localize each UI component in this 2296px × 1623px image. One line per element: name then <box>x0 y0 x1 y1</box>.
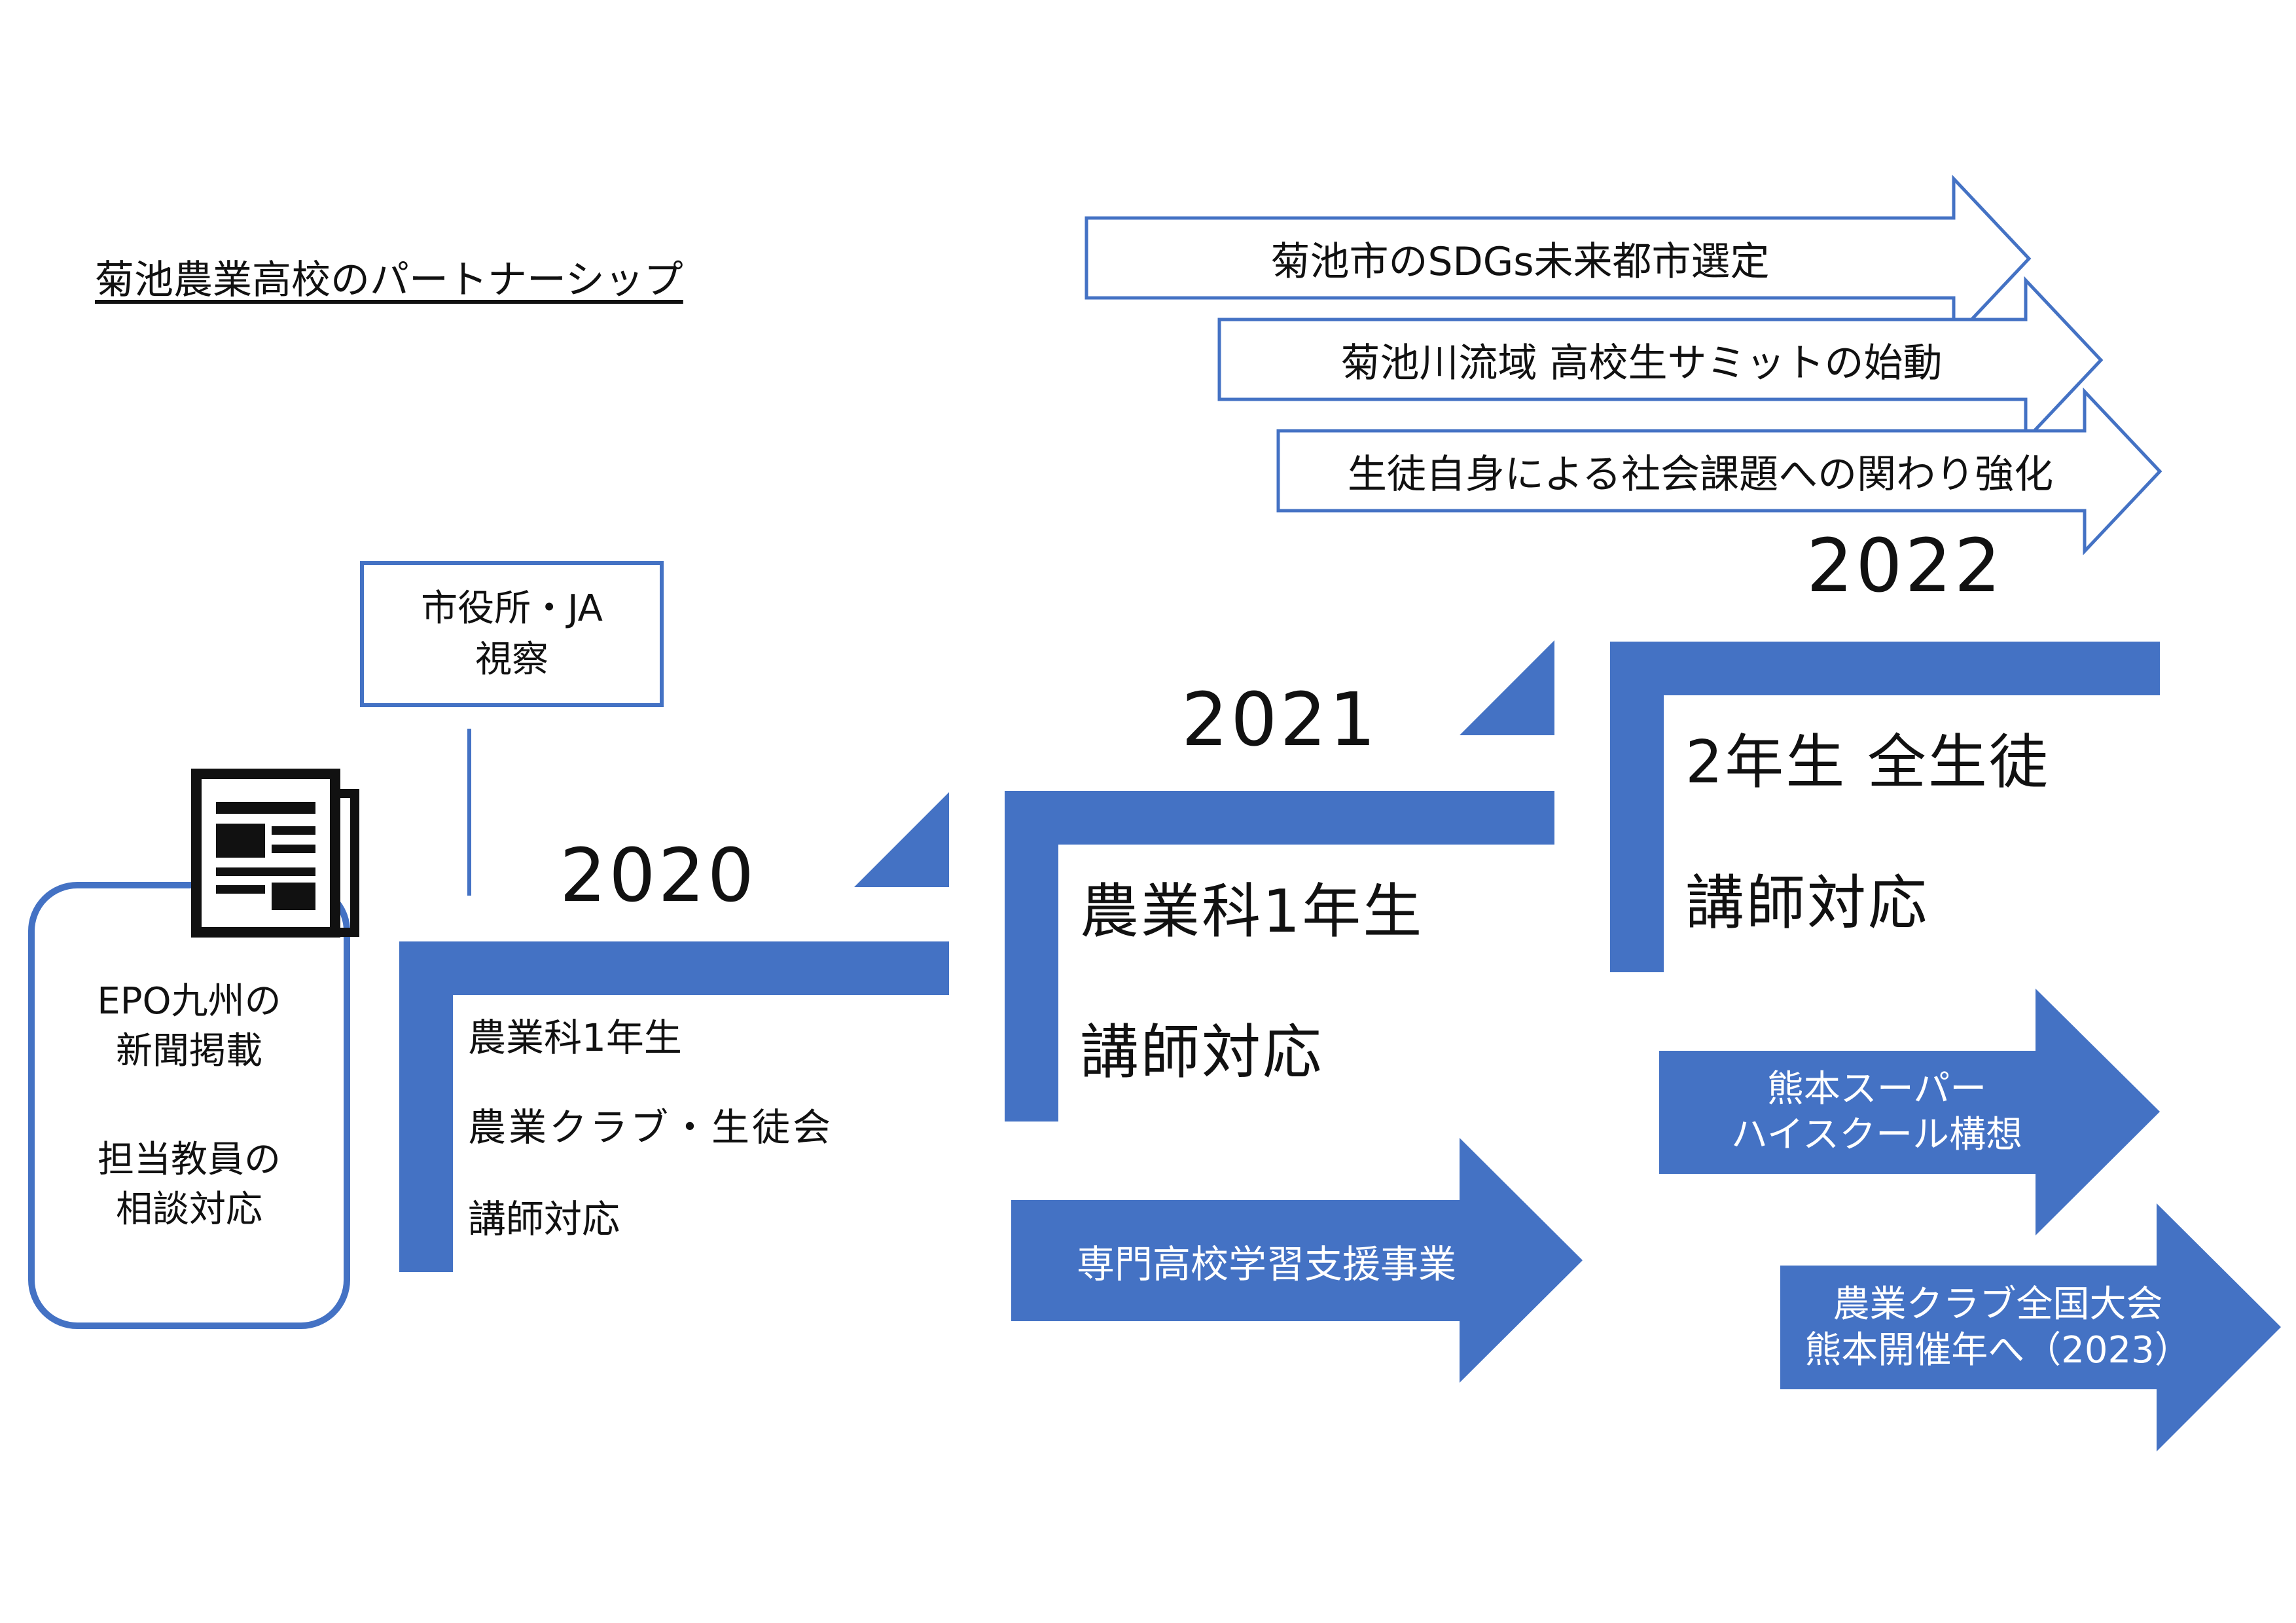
page-title: 菊池農業高校のパートナーシップ <box>95 257 683 303</box>
visit-line-1: 市役所・JA <box>421 587 603 630</box>
epo-line-3: 担当教員の <box>98 1138 281 1181</box>
epo-line-4: 相談対応 <box>116 1188 262 1231</box>
outline-arrow-1-label: 菊池市のSDGs未来都市選定 <box>1270 238 1770 285</box>
year-2020: 2020 <box>560 833 757 919</box>
filled-arrow-super-label: 熊本スーパー ハイスクール構想 <box>1659 1051 2094 1174</box>
step-2020-shape <box>399 792 949 1272</box>
visit-line-2: 視察 <box>475 638 548 681</box>
outline-arrow-3 <box>1276 387 2162 556</box>
step-2022-item-1: 2年生 全生徒 <box>1685 728 2050 797</box>
year-2022: 2022 <box>1806 524 2004 609</box>
club-line-2: 熊本開催年へ（2023） <box>1804 1328 2191 1372</box>
epo-box: EPO九州の 新聞掲載 担当教員の 相談対応 <box>31 885 347 1326</box>
step-2021-item-2: 講師対応 <box>1080 1018 1323 1087</box>
visit-box: 市役所・JA 視察 <box>362 563 662 705</box>
outline-arrow-3-label: 生徒自身による社会課題への関わり強化 <box>1347 451 2054 498</box>
filled-arrow-support-label: 専門高校学習支援事業 <box>1076 1241 1456 1286</box>
epo-line-2: 新聞掲載 <box>116 1029 262 1072</box>
filled-arrow-club <box>1780 1203 2281 1451</box>
step-2020-item-2: 農業クラブ・生徒会 <box>468 1105 834 1150</box>
epo-box-frame <box>28 882 350 1329</box>
super-line-2: ハイスクール構想 <box>1731 1114 2023 1156</box>
visit-box-frame <box>360 561 664 707</box>
year-2021: 2021 <box>1181 678 1379 763</box>
outline-arrow-2 <box>1217 276 2104 445</box>
filled-arrow-super <box>1659 989 2160 1235</box>
step-2020-item-3: 講師対応 <box>468 1197 620 1241</box>
club-line-1: 農業クラブ全国大会 <box>1833 1283 2163 1326</box>
step-2021-shape <box>1005 640 1554 1122</box>
super-line-1: 熊本スーパー <box>1767 1068 1987 1110</box>
outline-arrow-1 <box>1085 174 2032 343</box>
step-2021-item-1: 農業科1年生 <box>1080 877 1424 946</box>
filled-arrow-support <box>1011 1138 1583 1383</box>
newspaper-icon <box>191 769 359 938</box>
filled-arrow-club-label: 農業クラブ全国大会 熊本開催年へ（2023） <box>1780 1266 2215 1389</box>
outline-arrow-2-label: 菊池川流域 高校生サミットの始動 <box>1340 340 1943 386</box>
step-2022-item-2: 講師対応 <box>1685 869 1929 938</box>
step-2020-item-1: 農業科1年生 <box>468 1015 682 1060</box>
epo-line-1: EPO九州の <box>97 979 281 1023</box>
step-2022-shape <box>1610 642 2160 972</box>
